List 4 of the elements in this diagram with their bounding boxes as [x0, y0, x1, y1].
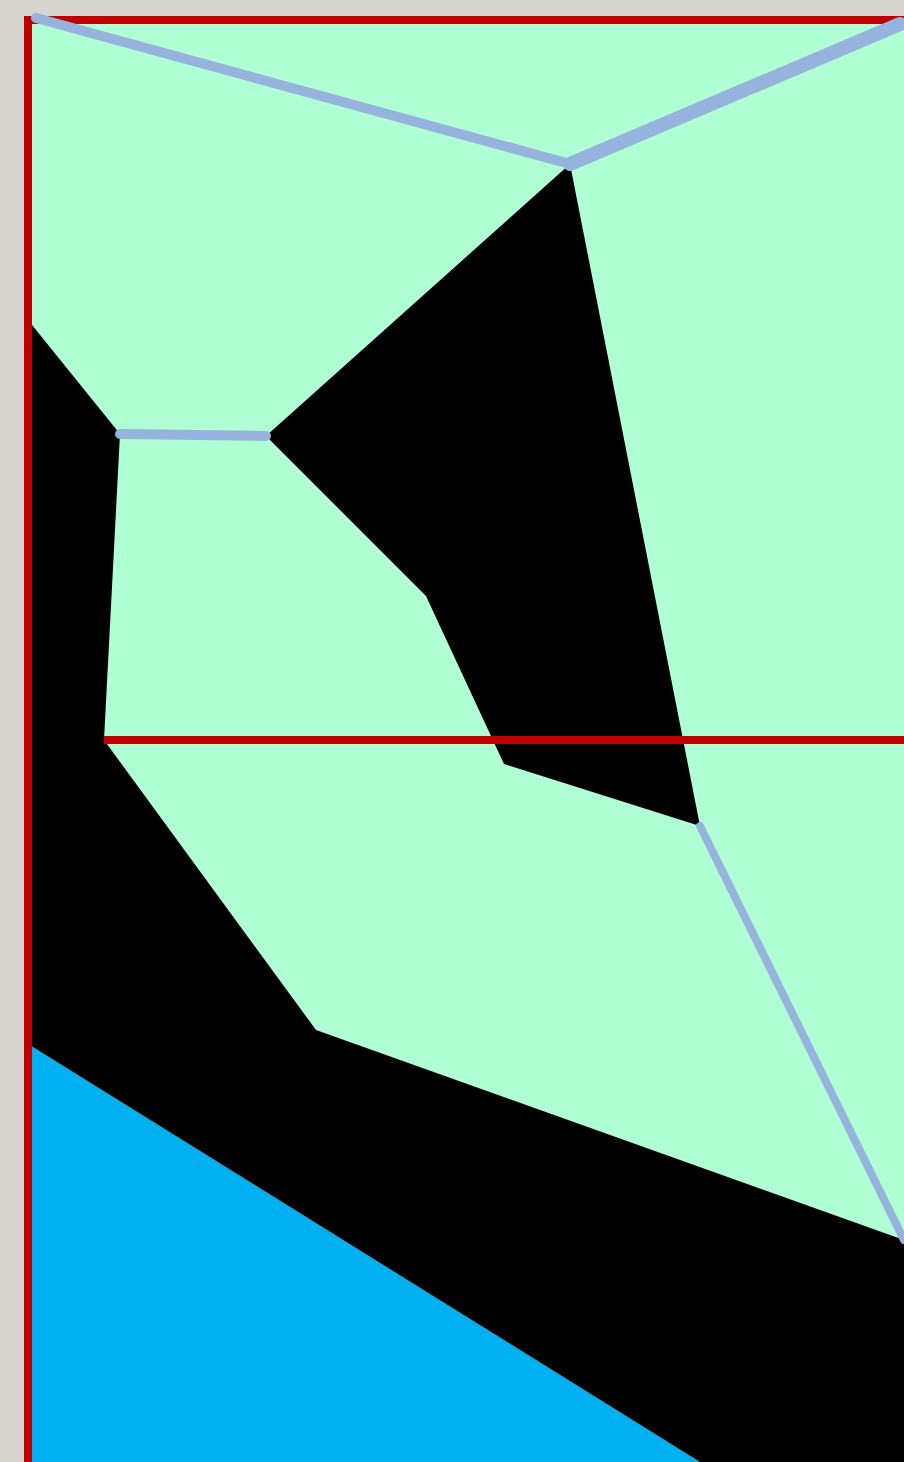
triangle-region [28, 1044, 700, 1462]
boundary-line [115, 429, 271, 441]
polygon-region [266, 164, 700, 826]
boundary-line [696, 822, 904, 1244]
